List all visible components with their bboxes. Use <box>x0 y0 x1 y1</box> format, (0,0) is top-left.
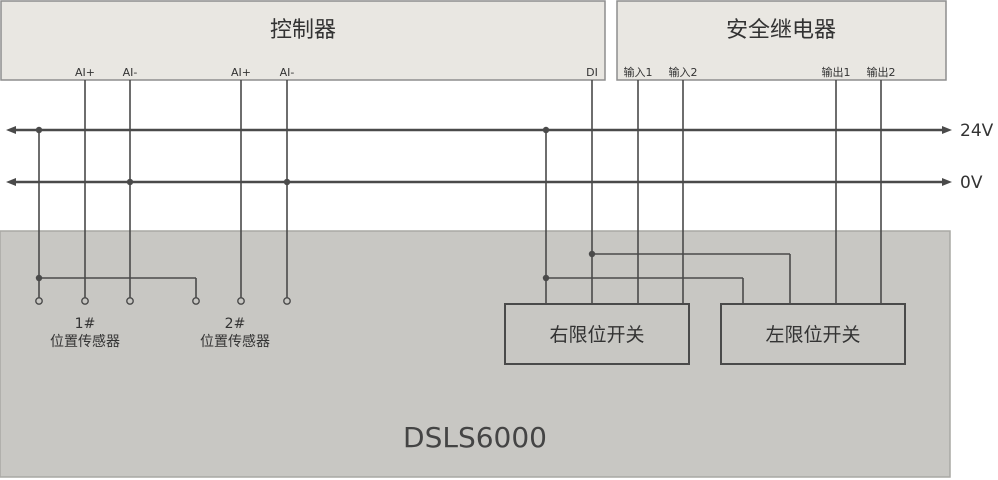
relay-pin-output-1: 输出1 <box>822 65 851 79</box>
sensor-2-number: 2# <box>225 316 246 332</box>
rail-0v-label: 0V <box>960 173 983 193</box>
relay-pin-input-2: 输入2 <box>669 65 698 79</box>
controller-pin-ai-plus-1: AI+ <box>75 66 95 79</box>
junction-dots <box>35 126 596 282</box>
wires <box>38 80 882 304</box>
controller-pin-di: DI <box>586 66 598 79</box>
relay-box <box>616 0 947 81</box>
sensor-1-name: 位置传感器 <box>50 333 120 350</box>
controller-box <box>0 0 606 81</box>
rail-24v-label: 24V <box>960 121 994 141</box>
relay-pin-input-1: 输入1 <box>624 65 653 79</box>
sensor-1-number: 1# <box>75 316 96 332</box>
controller-pin-ai-plus-2: AI+ <box>231 66 251 79</box>
rail-0v <box>6 178 952 186</box>
sensor-terminals <box>35 297 291 305</box>
left-limit-switch-box <box>720 303 906 365</box>
relay-pin-output-2: 输出2 <box>867 65 896 79</box>
right-limit-switch-label: 右限位开关 <box>549 324 644 346</box>
right-limit-switch-box <box>504 303 690 365</box>
left-limit-switch-label: 左限位开关 <box>765 324 860 346</box>
controller-pin-ai-minus-2: AI- <box>280 66 295 79</box>
device-name: DSLS6000 <box>403 421 547 454</box>
rail-24v <box>6 126 952 134</box>
sensor-2-name: 位置传感器 <box>200 333 270 350</box>
controller-title: 控制器 <box>270 18 336 43</box>
relay-title: 安全继电器 <box>726 18 836 43</box>
controller-pin-ai-minus-1: AI- <box>123 66 138 79</box>
